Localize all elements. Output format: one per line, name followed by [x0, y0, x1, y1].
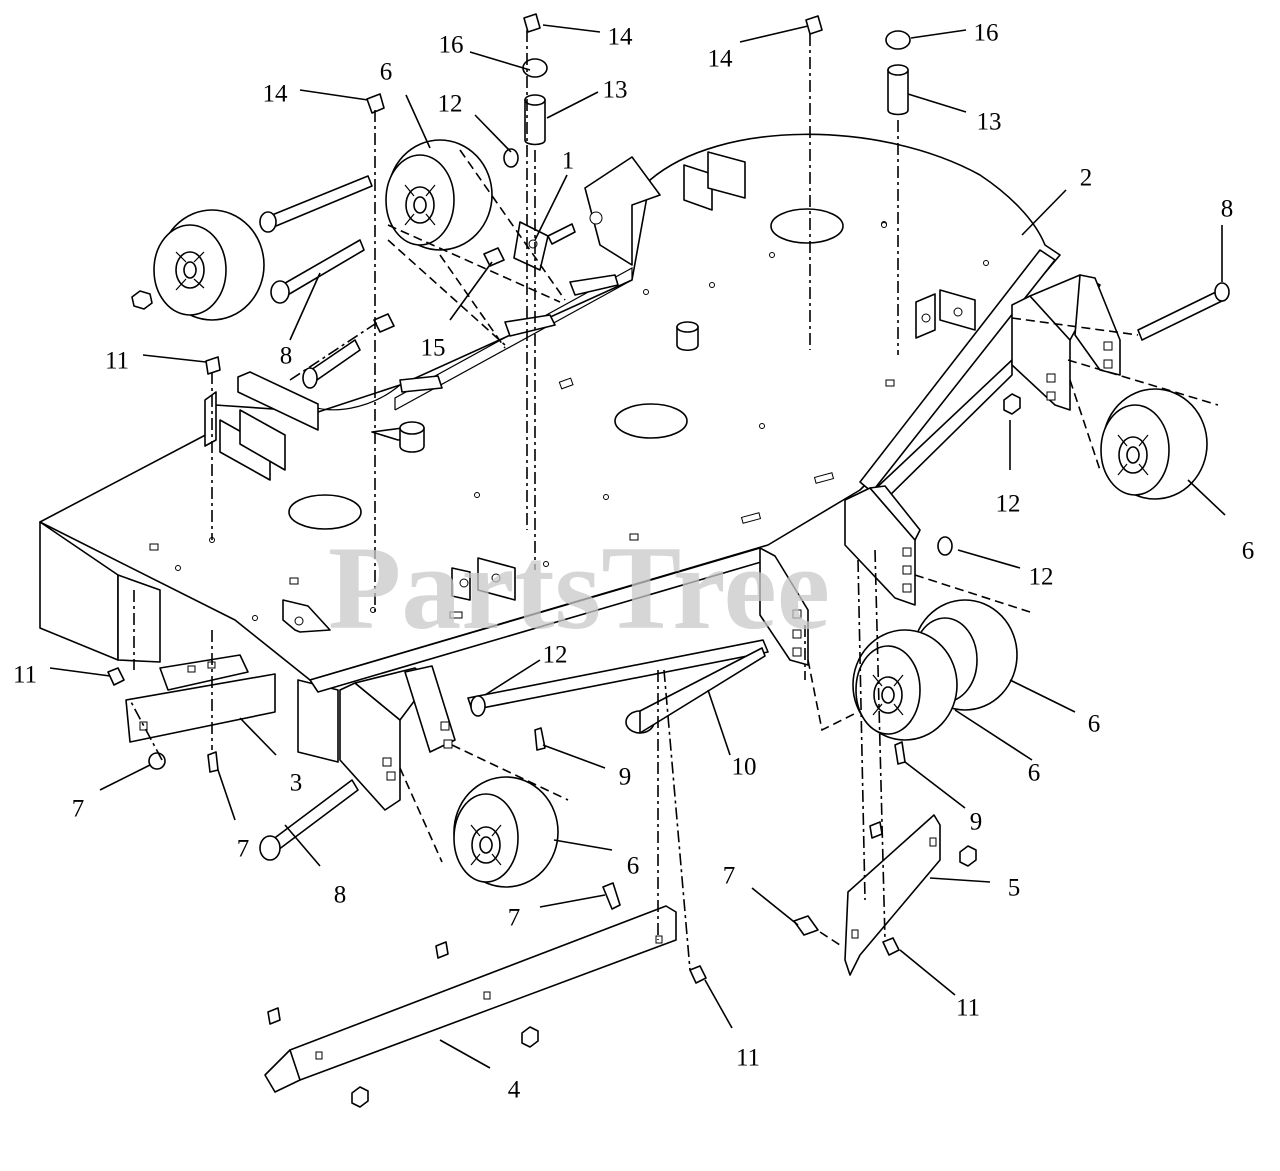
watermark-text: PartsTree [328, 521, 830, 654]
callout-c4: 4 [508, 1077, 521, 1104]
callout-c12c: 12 [1029, 564, 1054, 591]
callout-c8b: 8 [280, 343, 293, 370]
front-left-hanger [339, 665, 456, 811]
wheel-upper-left [153, 209, 265, 321]
callout-c11a: 11 [105, 348, 129, 375]
callout-c11c: 11 [736, 1045, 760, 1072]
callout-c2: 2 [1080, 165, 1093, 192]
callout-c14c: 14 [708, 46, 734, 73]
callout-c16a: 16 [439, 32, 464, 59]
callout-c6b: 6 [1242, 538, 1255, 565]
leader-lines [49, 24, 1226, 1069]
callout-c11d: 11 [956, 995, 980, 1022]
part-10-axle-rod [467, 639, 769, 734]
callout-c7a: 7 [72, 796, 85, 823]
callout-c1: 1 [562, 148, 575, 175]
callout-c3: 3 [290, 770, 303, 797]
callout-c7d: 7 [723, 863, 736, 890]
wheel-right-mid-front [852, 629, 958, 741]
callout-c12b: 12 [996, 491, 1021, 518]
hardware [107, 13, 1021, 1108]
callout-c13b: 13 [977, 109, 1002, 136]
axle-bolts [259, 175, 1230, 861]
callout-c12d: 12 [543, 642, 568, 669]
wheel-lower [453, 776, 559, 888]
callout-c15: 15 [421, 335, 446, 362]
callout-c6d: 6 [1028, 760, 1041, 787]
assembly-lines [129, 30, 1219, 971]
wheel-upper-center [385, 139, 493, 251]
callout-c11b: 11 [13, 662, 37, 689]
wheels [153, 139, 1208, 888]
callout-c9b: 9 [970, 809, 983, 836]
callout-c12a: 12 [438, 91, 463, 118]
mower-deck [39, 133, 1061, 763]
part-5-bracket [844, 814, 941, 976]
callout-c14a: 14 [263, 81, 289, 108]
callout-c16b: 16 [974, 20, 999, 47]
callout-labels: 1234566666777788899101111111112121212131… [13, 20, 1254, 1104]
callout-c5: 5 [1008, 875, 1021, 902]
callout-c10: 10 [732, 754, 757, 781]
callout-c6a: 6 [380, 59, 393, 86]
deck-hanger-brackets [204, 151, 976, 633]
callout-c14b: 14 [608, 24, 634, 51]
wheel-right [1100, 388, 1208, 500]
callout-c6c: 6 [1088, 711, 1101, 738]
callout-c8a: 8 [1221, 196, 1234, 223]
callout-c13a: 13 [603, 77, 628, 104]
callout-c7b: 7 [237, 836, 250, 863]
callout-c6e: 6 [627, 853, 640, 880]
part-4-bracket [264, 905, 677, 1093]
front-right-hanger [759, 485, 921, 666]
part-3-bracket [125, 654, 276, 743]
callout-c7c: 7 [508, 905, 521, 932]
callout-c9a: 9 [619, 764, 632, 791]
callout-c8c: 8 [334, 882, 347, 909]
